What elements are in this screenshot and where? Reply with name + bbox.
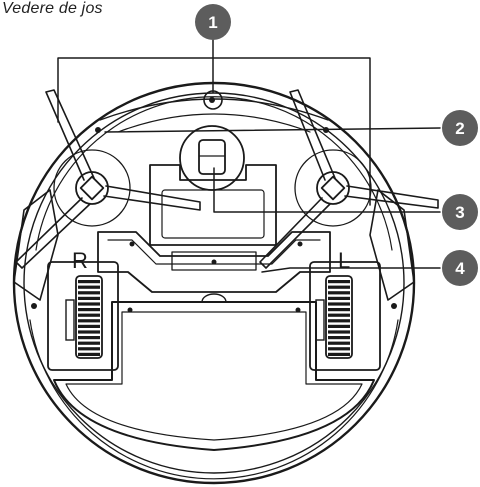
screw	[323, 127, 329, 133]
top-bezel-arc-inner	[117, 113, 311, 133]
wheel-axle-bracket	[315, 299, 325, 341]
right-wheel-well	[47, 261, 119, 371]
left-brush-mount-outer	[53, 149, 131, 227]
battery-cover	[161, 189, 265, 239]
callout-1-leader	[57, 39, 371, 206]
wheel-tire	[75, 275, 103, 359]
wheel-tread	[328, 280, 350, 284]
left-wheel-label: L	[338, 248, 350, 273]
robot-body-outer-rim	[12, 81, 416, 485]
callout-1-number: 1	[208, 13, 217, 32]
wheel-tread	[78, 296, 100, 300]
right-brush-bristle-down	[259, 197, 331, 269]
left-brush-bristle-right	[103, 185, 201, 211]
right-brush-bristle-up	[289, 89, 336, 181]
callout-4-number: 4	[455, 259, 465, 278]
wheel-tread	[328, 313, 350, 317]
wheel-tread	[328, 296, 350, 300]
right-drive-wheel	[65, 275, 103, 359]
wheel-tread	[328, 330, 350, 334]
callout-2-badge: 2	[442, 110, 478, 146]
dust-bin-release-notch	[201, 293, 227, 303]
main-brush-bay	[97, 231, 331, 293]
wheel-tread	[328, 324, 350, 328]
wheel-tread	[328, 302, 350, 306]
right-brush-mount-outer	[294, 149, 372, 227]
left-brush-hub	[79, 175, 105, 201]
wheel-tread	[78, 291, 100, 295]
robot-body-inner-rim	[23, 92, 405, 474]
wheel-tread	[78, 347, 100, 351]
right-brush-bristle-right	[344, 185, 439, 209]
wheel-tread	[78, 330, 100, 334]
dust-bin-inner	[65, 311, 363, 441]
wheel-tread	[78, 319, 100, 323]
robot-body-inner-ring	[35, 96, 393, 251]
left-brush-bristle-down	[15, 197, 91, 269]
caster-wheel	[198, 139, 226, 175]
wheel-tread	[78, 352, 100, 356]
screw	[391, 303, 397, 309]
screw	[211, 259, 217, 265]
wheel-axle-bracket	[65, 299, 75, 341]
wheel-tire	[325, 275, 353, 359]
callout-1-badge: 1	[195, 4, 231, 40]
callout-3-leader	[213, 167, 441, 213]
wheel-tread	[78, 324, 100, 328]
right-bumper-panel	[369, 189, 415, 301]
robot-body-lower-ring	[29, 319, 399, 480]
screw	[295, 307, 301, 313]
wheel-tread	[78, 280, 100, 284]
wheel-tread	[328, 347, 350, 351]
screw	[129, 241, 135, 247]
screw	[297, 241, 303, 247]
right-wheel-label: R	[72, 248, 88, 273]
left-brush-bristle-up	[45, 89, 95, 181]
wheel-tread	[78, 285, 100, 289]
wheel-tread	[328, 336, 350, 340]
callout-2-number: 2	[455, 119, 464, 138]
right-brush-hub	[320, 175, 346, 201]
screw	[95, 127, 101, 133]
wheel-tread	[78, 336, 100, 340]
wheel-tread	[328, 291, 350, 295]
wheel-tread	[328, 308, 350, 312]
callout-4-badge: 4	[442, 250, 478, 286]
callout-4-leader	[261, 267, 441, 273]
left-wheel-well	[309, 261, 381, 371]
wheel-tread	[78, 308, 100, 312]
wheel-tread	[328, 341, 350, 345]
main-brush-slot	[171, 251, 257, 271]
wheel-tread	[328, 319, 350, 323]
diagram-title: Vedere de jos	[2, 0, 103, 17]
callout-3-number: 3	[455, 203, 464, 222]
wheel-tread	[78, 302, 100, 306]
screw	[127, 307, 133, 313]
battery-compartment	[149, 164, 277, 246]
dust-bin	[53, 301, 375, 451]
callout-2-leader	[104, 127, 441, 133]
wheel-tread	[78, 313, 100, 317]
wheel-tread	[78, 341, 100, 345]
left-drive-wheel	[315, 275, 353, 359]
screw	[31, 303, 37, 309]
left-bumper-panel	[13, 189, 59, 301]
wheel-tread	[328, 352, 350, 356]
wheel-tread	[328, 285, 350, 289]
screw	[209, 97, 215, 103]
callout-3-badge: 3	[442, 194, 478, 230]
